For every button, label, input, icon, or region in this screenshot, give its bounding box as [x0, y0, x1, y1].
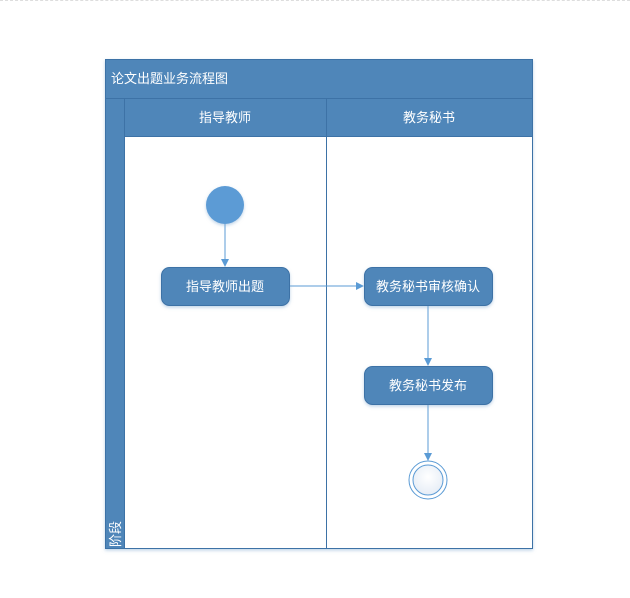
page-top-border	[0, 0, 630, 1]
activity-label: 教务秘书发布	[389, 378, 467, 394]
lane-label-teacher: 指导教师	[199, 110, 251, 126]
start-node[interactable]	[206, 186, 244, 224]
activity-node-review[interactable]: 教务秘书审核确认	[364, 267, 493, 306]
activity-node-create[interactable]: 指导教师出题	[161, 267, 290, 306]
lane-header-secretary	[326, 98, 533, 137]
pool-title-bar	[105, 59, 533, 99]
end-node[interactable]	[408, 460, 448, 500]
diagram-title: 论文出题业务流程图	[111, 71, 228, 87]
activity-label: 指导教师出题	[186, 279, 264, 295]
lane-label-secretary: 教务秘书	[403, 110, 455, 126]
stage-column	[105, 98, 125, 549]
activity-label: 教务秘书审核确认	[376, 279, 480, 295]
activity-node-publish[interactable]: 教务秘书发布	[364, 366, 493, 405]
stage-label: 阶段	[109, 521, 124, 547]
